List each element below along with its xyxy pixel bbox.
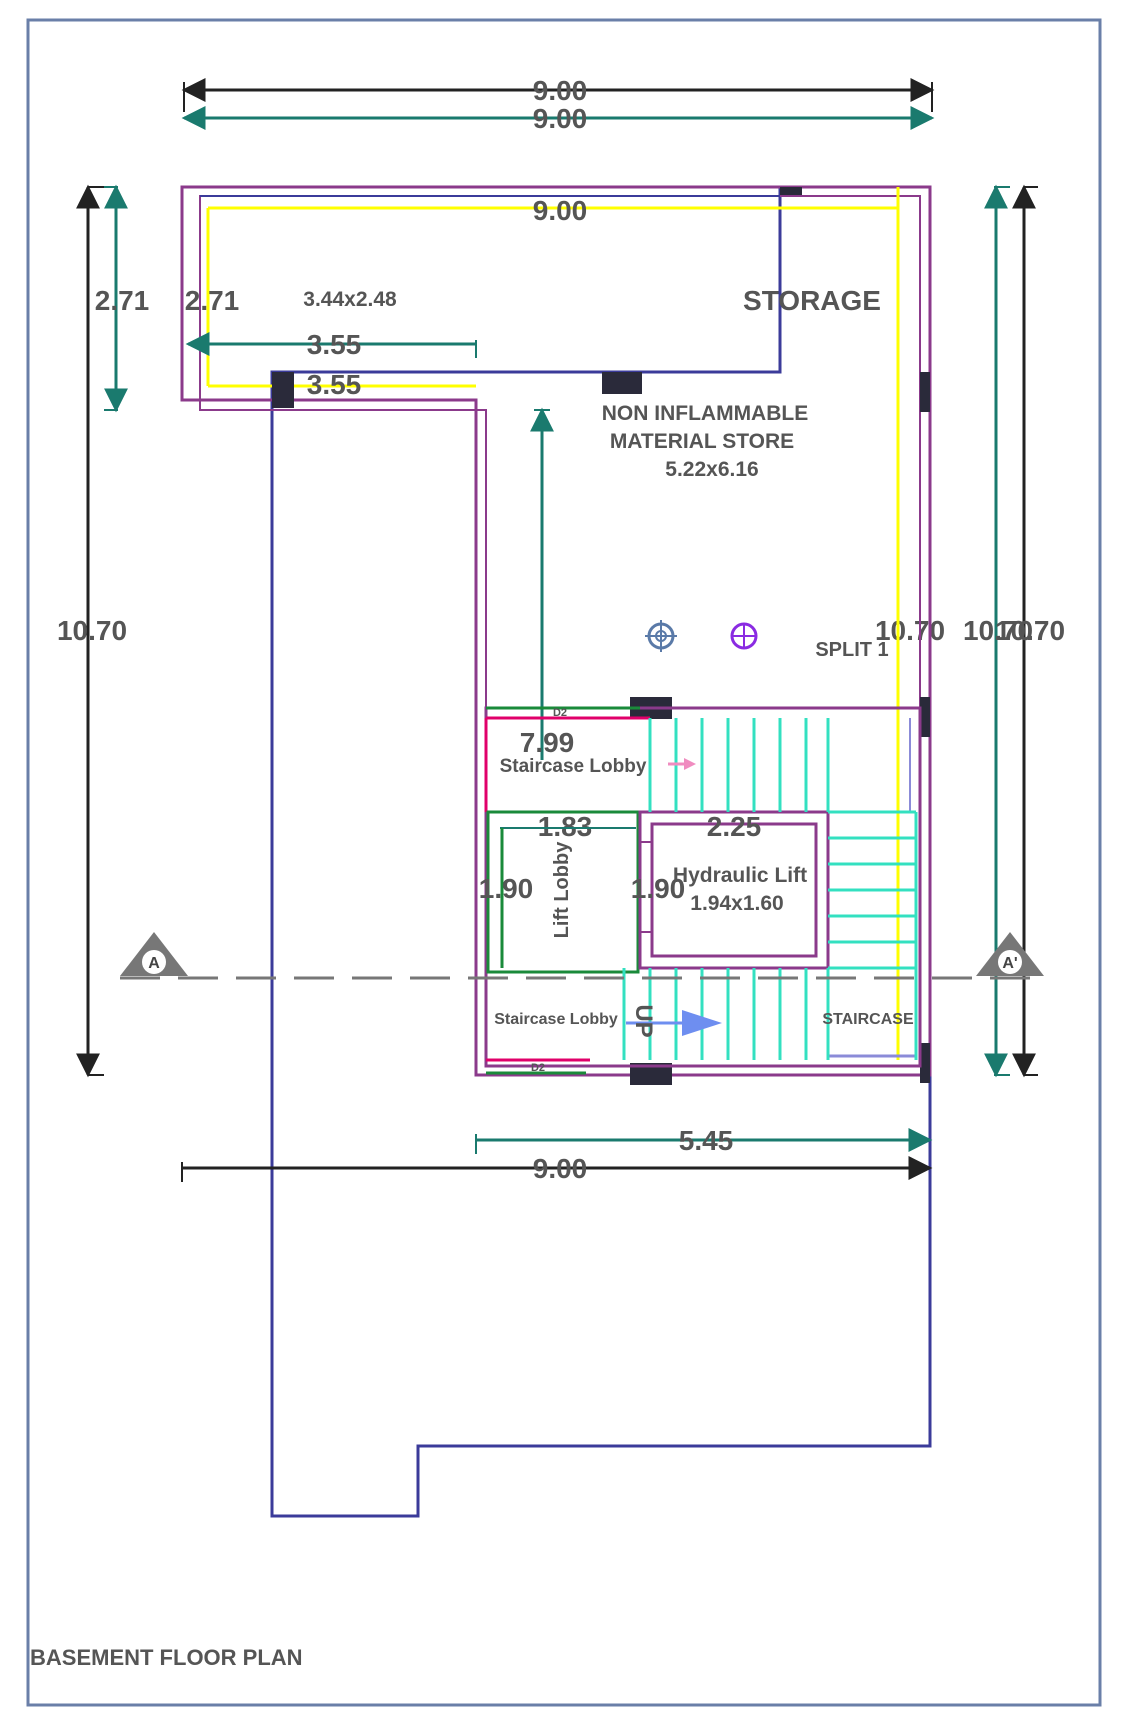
outer-walls — [180, 185, 932, 1077]
right-dimensions: 10.70 10.70 10.70 — [875, 184, 1065, 1078]
staircase-lobby-top-label: Staircase Lobby — [500, 756, 647, 777]
bottom-dimensions: 5.45 9.00 — [181, 1125, 933, 1184]
section-marker-right: A' — [1002, 955, 1017, 972]
plot-boundary — [270, 185, 932, 1518]
dim-storage-width-1: 3.55 — [307, 329, 362, 360]
dim-lift-width: 2.25 — [707, 811, 762, 842]
dim-left-storage: 2.71 — [95, 285, 150, 316]
left-dimensions: 10.70 2.71 — [57, 184, 150, 1078]
dim-storage-width-2: 3.55 — [307, 369, 362, 400]
material-store-size: 5.22x6.16 — [665, 458, 758, 481]
dim-left-storage-inner: 2.71 — [185, 285, 240, 316]
core-walls — [484, 706, 922, 1075]
lift-lobby-label: Lift Lobby — [551, 841, 573, 939]
staircase-label: STAIRCASE — [822, 1011, 914, 1028]
top-dimensions: 9.00 9.00 — [181, 75, 935, 134]
storage-dimensions: 3.55 3.55 9.00 2.71 — [185, 195, 588, 400]
split-unit-symbols — [645, 620, 758, 652]
hydraulic-lift-label: Hydraulic Lift — [673, 864, 807, 887]
dim-right-1: 10.70 — [875, 615, 945, 646]
dim-top-inner: 9.00 — [533, 103, 588, 134]
door-top-label: D2 — [553, 707, 567, 719]
stair-treads — [622, 718, 918, 1060]
dim-inside-top: 9.00 — [533, 195, 588, 226]
dim-lobby-height: 7.99 — [520, 727, 575, 758]
dim-bottom-stair: 5.45 — [679, 1125, 734, 1156]
door-bottom-label: D2 — [531, 1062, 545, 1074]
dim-left-outer: 10.70 — [57, 615, 127, 646]
dim-right-3: 10.70 — [995, 615, 1065, 646]
section-line: A A' — [120, 932, 1046, 980]
dim-top-outer: 9.00 — [533, 75, 588, 106]
dim-lift-lobby-width: 1.83 — [538, 811, 593, 842]
dim-bottom-total: 9.00 — [533, 1153, 588, 1184]
dim-lift-lobby-height: 1.90 — [479, 873, 534, 904]
storage-label: STORAGE — [743, 285, 881, 316]
split-label: SPLIT 1 — [815, 639, 888, 661]
hydraulic-lift-size: 1.94x1.60 — [690, 892, 783, 915]
dim-right-2: 10.70 — [963, 615, 1033, 646]
drawing-title: BASEMENT FLOOR PLAN — [30, 1645, 303, 1670]
material-store-label-1: NON INFLAMMABLE — [602, 402, 808, 425]
up-label: UP — [630, 1004, 657, 1037]
dim-lift-height: 1.90 — [631, 873, 686, 904]
staircase-lobby-bottom-label: Staircase Lobby — [494, 1011, 618, 1028]
storage-size-label: 3.44x2.48 — [303, 288, 397, 311]
section-marker-left: A — [148, 955, 160, 972]
stair-direction-arrows — [626, 758, 722, 1036]
columns — [272, 187, 930, 1085]
material-store-label-2: MATERIAL STORE — [610, 430, 794, 453]
sheet-frame — [26, 18, 1102, 1707]
